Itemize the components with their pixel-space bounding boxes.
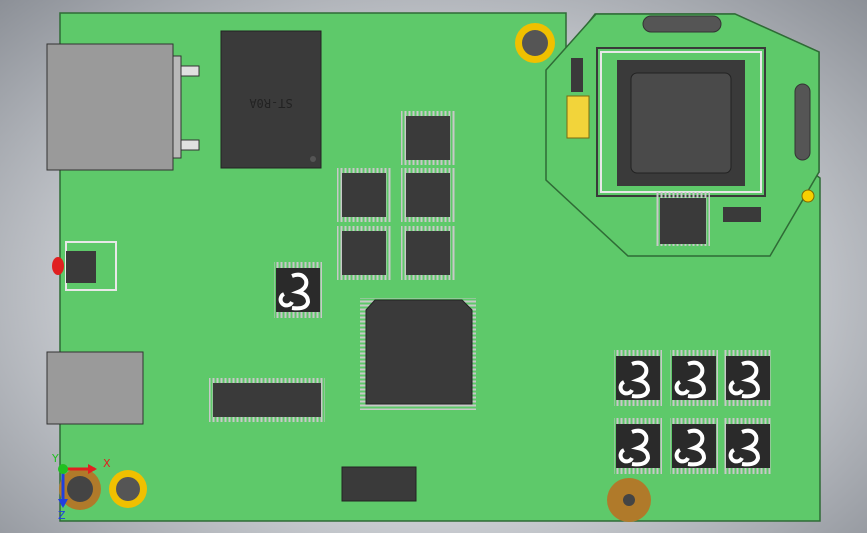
sot-chip[interactable] (723, 207, 761, 222)
logo-chip[interactable] (670, 350, 718, 406)
axis-x-label: X (103, 457, 111, 470)
qfp-chip-3[interactable] (401, 168, 455, 222)
usb-connector-bottom[interactable] (46, 351, 144, 425)
axis-z-label: Z (58, 509, 66, 522)
module-chip-lid (630, 72, 732, 174)
logo-mark-icon (618, 360, 651, 399)
logo-mark-icon (674, 428, 707, 467)
crystal-yellow[interactable] (566, 95, 590, 139)
plcc-chip[interactable] (360, 298, 476, 410)
slot-top (642, 15, 722, 33)
mounting-hole-bronze (607, 478, 651, 522)
logo-chip[interactable] (274, 262, 322, 318)
qfp-chip-1[interactable] (401, 111, 455, 165)
logo-mark-icon (618, 428, 651, 467)
logo-chip[interactable] (724, 418, 772, 474)
small-ic[interactable] (571, 58, 583, 92)
fiducial-dot (801, 189, 815, 203)
mounting-hole-bottom-left (109, 470, 147, 508)
axis-triad: X Y Z (51, 452, 111, 522)
mounting-hole-corner (59, 468, 101, 510)
logo-chip[interactable] (614, 350, 662, 406)
sub-qfp-chip[interactable] (660, 198, 706, 244)
main-chip[interactable]: ST-R0A (220, 30, 322, 169)
usb-connector-top[interactable] (46, 43, 200, 171)
axis-y-label: Y (51, 452, 59, 465)
push-button[interactable] (52, 241, 117, 291)
logo-chip[interactable] (614, 418, 662, 474)
qfp-chip-4[interactable] (337, 226, 391, 280)
soic-chip[interactable] (341, 466, 417, 502)
mounting-hole-top (515, 23, 555, 63)
logo-mark-icon (728, 428, 761, 467)
qfp-chip-5[interactable] (401, 226, 455, 280)
logo-mark-icon (674, 360, 707, 399)
slot-right (794, 83, 811, 161)
logo-chip[interactable] (670, 418, 718, 474)
tsop-chip[interactable] (209, 378, 325, 422)
logo-mark-icon (728, 360, 761, 399)
qfp-chip-2[interactable] (337, 168, 391, 222)
chip-marking-text: ST-R0A (249, 96, 293, 110)
logo-chip[interactable] (724, 350, 772, 406)
logo-mark-icon (278, 272, 311, 311)
